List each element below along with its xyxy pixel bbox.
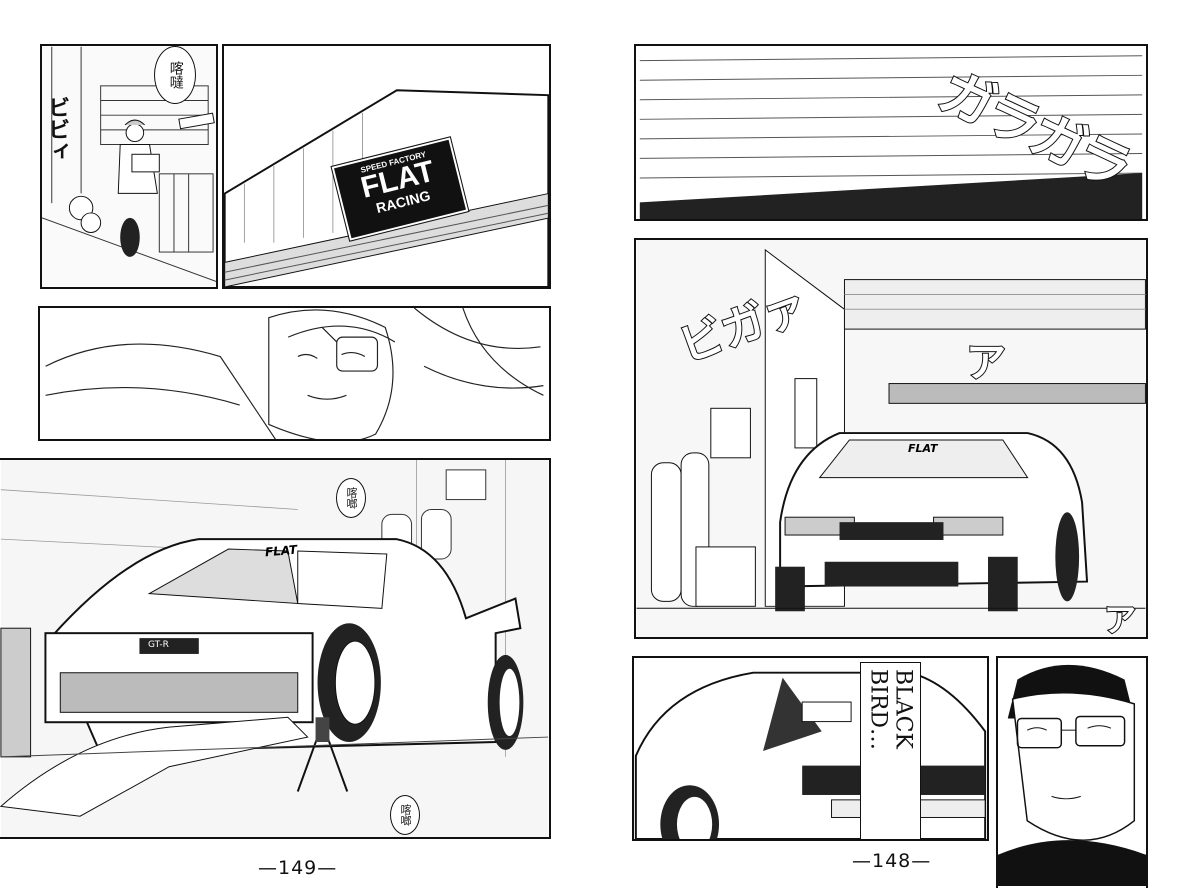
panel-man-with-glasses [996, 656, 1148, 888]
shutter-illustration [639, 55, 1143, 219]
caption-line-1: BLACK [890, 669, 916, 749]
speech-bubble: 喀噠 [154, 46, 196, 104]
car-decal: FLAT [264, 542, 298, 560]
panel-flat-racing-building: SPEED FACTORY FLAT RACING [222, 44, 551, 289]
panel-shutter-opening: ガラガラ [634, 44, 1148, 221]
panel-gtr-front: ビガァ ア ア FLAT [634, 238, 1148, 639]
gtr-front-illustration [636, 240, 1146, 637]
car-decal: FLAT [908, 442, 938, 455]
grille-badge: GT-R [148, 640, 169, 650]
gtr-garage-illustration [0, 460, 549, 837]
sound-effect: ビビィ [44, 96, 69, 162]
panel-mechanic-face [38, 306, 551, 441]
sound-effect-a-2: ア [1103, 600, 1137, 639]
sound-effect-a: ア [965, 339, 1007, 387]
caption-line-2: BIRD… [865, 669, 891, 751]
speech-bubble-top: 喀啷 [336, 478, 366, 518]
panel-black-bird-car: BLACK BIRD… [632, 656, 989, 841]
panel-delivery-man: 喀噠 ビビィ [40, 44, 218, 289]
page-number-right: —148— [852, 850, 932, 872]
black-bird-caption: BLACK BIRD… [860, 662, 921, 839]
page-number-left: —149— [258, 857, 338, 879]
speech-bubble-bottom: 喀啷 [390, 795, 420, 835]
man-with-glasses-illustration [998, 664, 1146, 886]
mechanic-face-illustration [45, 308, 544, 439]
panel-gtr-on-jack: FLAT GT-R 喀啷 喀啷 [0, 458, 551, 839]
porsche-rear-illustration [634, 671, 987, 839]
